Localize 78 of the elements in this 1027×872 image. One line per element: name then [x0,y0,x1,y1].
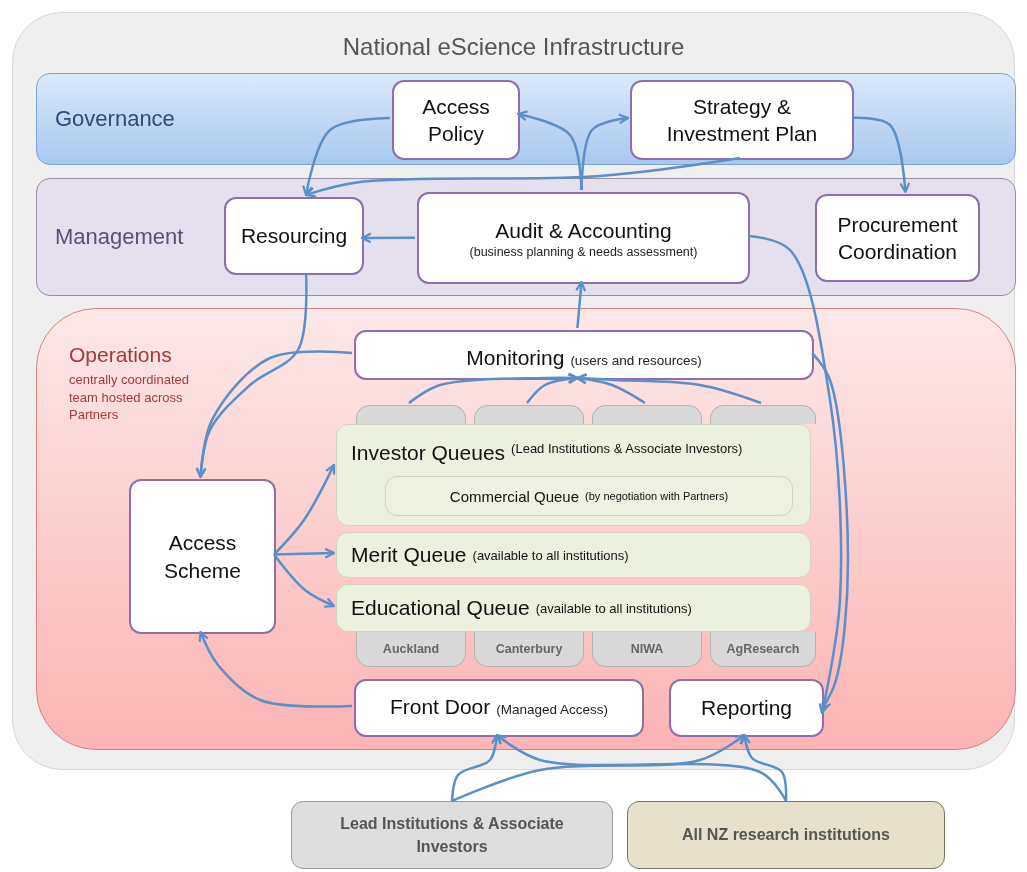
process-box [392,80,520,160]
arrow [576,372,762,405]
box-label: Monitoring [466,345,565,371]
box-label: Access Policy [421,93,491,147]
column-tab [356,405,466,424]
layer-band [36,308,1016,750]
layer-description: centrally coordinated team hosted across Partners [69,371,190,424]
process-box [354,679,644,737]
arrow [195,350,353,479]
partner-column-base [592,632,702,667]
box-label: Merit Queue [351,543,467,567]
box-note: (by negotiation with Partners) [585,490,729,502]
arrow [575,280,587,329]
box-label: Access Scheme [162,530,242,584]
arrow [450,733,502,802]
institution-box [627,801,945,869]
arrow [302,116,391,197]
arrow [273,463,336,556]
box-note: (Managed Access) [496,702,609,717]
layer-band [36,178,1016,296]
queue-band [336,424,811,526]
box-note: (available to all institutions) [535,600,692,616]
arrow [580,113,630,191]
column-tab [474,405,584,424]
outer-panel [12,12,1015,770]
arrow [740,733,788,802]
institution-box [291,801,613,869]
arrow [747,234,843,715]
box-label: Audit & Accounting [495,218,672,245]
column-tab [592,405,702,424]
box-label: National eScience Infrastructure [342,33,685,61]
box-label: Strategy & Investment Plan [665,93,819,147]
box-label: Auckland [382,642,440,656]
box-note: (business planning & needs assessment) [469,244,698,259]
partner-column-base [710,632,816,667]
arrow [304,156,741,198]
arrow [451,733,746,803]
box-label: Resourcing [240,223,348,250]
box-label: All NZ research institutions [681,825,890,846]
box-label: Investor Queues [351,441,506,465]
layer-band [36,73,1016,165]
box-label: Canterbury [495,642,563,656]
queue-band [336,532,811,578]
arrow [198,630,353,708]
box-label: Front Door [389,694,491,720]
process-box [417,192,750,284]
process-box [224,197,364,275]
arrow [273,547,336,559]
process-box [630,80,854,160]
arrow [576,373,646,405]
box-note: (Lead Institutions & Associate Investors) [511,441,743,456]
box-label: Operations [69,343,172,367]
box-label: NIWA [630,642,664,656]
arrow [851,116,911,194]
box-label: Governance [55,106,175,132]
box-note: (users and resources) [570,353,702,368]
arrow [495,733,788,802]
box-label: Reporting [700,695,793,722]
column-tab [710,405,816,424]
queue-band [385,476,793,516]
box-label: AgResearch [726,642,800,656]
queue-band [336,584,811,632]
box-label: Educational Queue [351,596,530,620]
arrow [273,553,336,608]
arrow [526,373,579,404]
arrow [811,352,850,710]
partner-column-base [356,632,466,667]
process-box [354,330,814,380]
partner-column-base [474,632,584,667]
box-label: Lead Institutions & Associate Investors [339,813,565,857]
process-box [815,194,980,282]
arrow [360,232,415,244]
process-box [129,479,276,634]
box-note: (available to all institutions) [472,547,629,563]
process-box [669,679,824,737]
box-label: Commercial Queue [449,487,580,505]
box-label: Management [55,224,184,250]
box-label: Procurement Coordination [836,211,959,265]
